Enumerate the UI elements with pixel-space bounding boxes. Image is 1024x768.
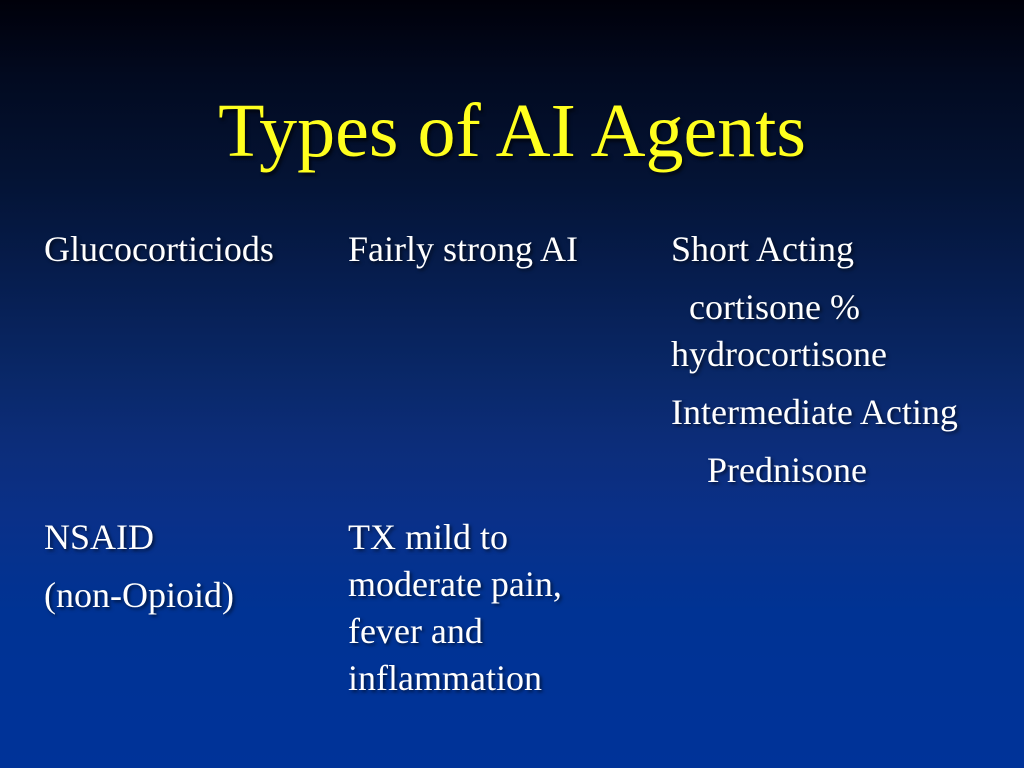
text-non-opioid: (non-Opioid) xyxy=(44,575,234,615)
text-short-acting: Short Acting xyxy=(671,229,855,269)
cell-fairly-strong-ai: Fairly strong AI xyxy=(348,226,671,505)
text-tx-mild-moderate: TX mild to moderate pain, fever and infl… xyxy=(348,517,562,698)
text-nsaid: NSAID xyxy=(44,517,155,557)
text-fairly-strong-ai: Fairly strong AI xyxy=(348,229,578,269)
cell-empty xyxy=(671,514,1008,713)
content-row-1: Glucocorticiods Fairly strong AI Short A… xyxy=(44,226,1008,505)
text-glucocorticoids: Glucocorticiods xyxy=(44,229,274,269)
text-cortisone-hydrocortisone: cortisone % hydrocortisone xyxy=(671,287,887,374)
text-prednisone: Prednisone xyxy=(671,450,867,490)
cell-acting-types: Short Acting cortisone % hydrocortisone … xyxy=(671,226,1008,505)
cell-nsaid: NSAID (non-Opioid) xyxy=(44,514,348,713)
content-row-2: NSAID (non-Opioid) TX mild to moderate p… xyxy=(44,514,1008,713)
cell-glucocorticoids: Glucocorticiods xyxy=(44,226,348,505)
slide-title: Types of AI Agents xyxy=(218,89,806,173)
cell-tx-description: TX mild to moderate pain, fever and infl… xyxy=(348,514,671,713)
text-intermediate-acting: Intermediate Acting xyxy=(671,392,958,432)
